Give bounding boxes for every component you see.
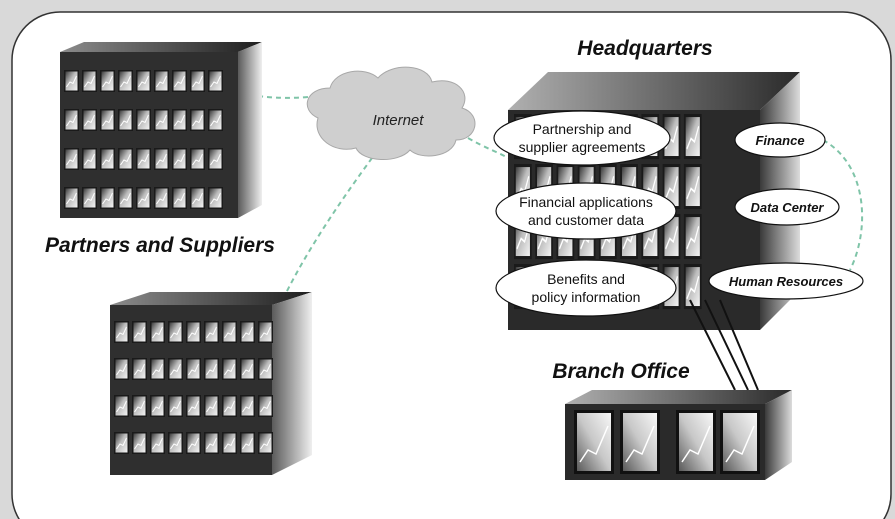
bubble-benefits-line1: Benefits and <box>547 271 625 287</box>
bubble-financial: Financial applications and customer data <box>495 182 677 240</box>
dept-data-center-label: Data Center <box>751 200 825 215</box>
branch-office-label: Branch Office <box>552 360 690 383</box>
dept-finance-label: Finance <box>755 133 804 148</box>
hq-roof <box>508 72 800 110</box>
bubble-partnership-line1: Partnership and <box>533 121 632 137</box>
branch-office-building <box>565 390 792 480</box>
internet-cloud: Internet <box>306 66 476 161</box>
headquarters-label: Headquarters <box>577 37 712 60</box>
link-finance-hr <box>822 139 864 271</box>
bubble-financial-line1: Financial applications <box>519 194 653 210</box>
internet-label: Internet <box>373 112 425 129</box>
bubble-partnership: Partnership and supplier agreements <box>493 110 671 166</box>
partners-building-top <box>60 42 262 218</box>
building-roof <box>60 42 262 52</box>
dept-human-resources-label: Human Resources <box>729 274 843 289</box>
bubble-partnership-line2: supplier agreements <box>519 139 646 155</box>
building-side <box>238 42 262 218</box>
branch-side <box>765 390 792 480</box>
building-side <box>272 292 312 475</box>
dept-finance: Finance <box>734 122 826 158</box>
dept-human-resources: Human Resources <box>708 262 864 300</box>
partners-suppliers-label: Partners and Suppliers <box>45 234 275 257</box>
partners-building-bottom <box>110 292 312 475</box>
dept-data-center: Data Center <box>734 188 840 226</box>
hq-branch-connection <box>689 299 759 391</box>
branch-roof <box>565 390 792 404</box>
bubble-benefits-line2: policy information <box>532 289 641 305</box>
bubble-benefits: Benefits and policy information <box>495 259 677 317</box>
cloud-shape <box>306 66 476 161</box>
building-roof <box>110 292 312 305</box>
bubble-financial-line2: and customer data <box>528 212 644 228</box>
branch-windows <box>574 410 760 474</box>
